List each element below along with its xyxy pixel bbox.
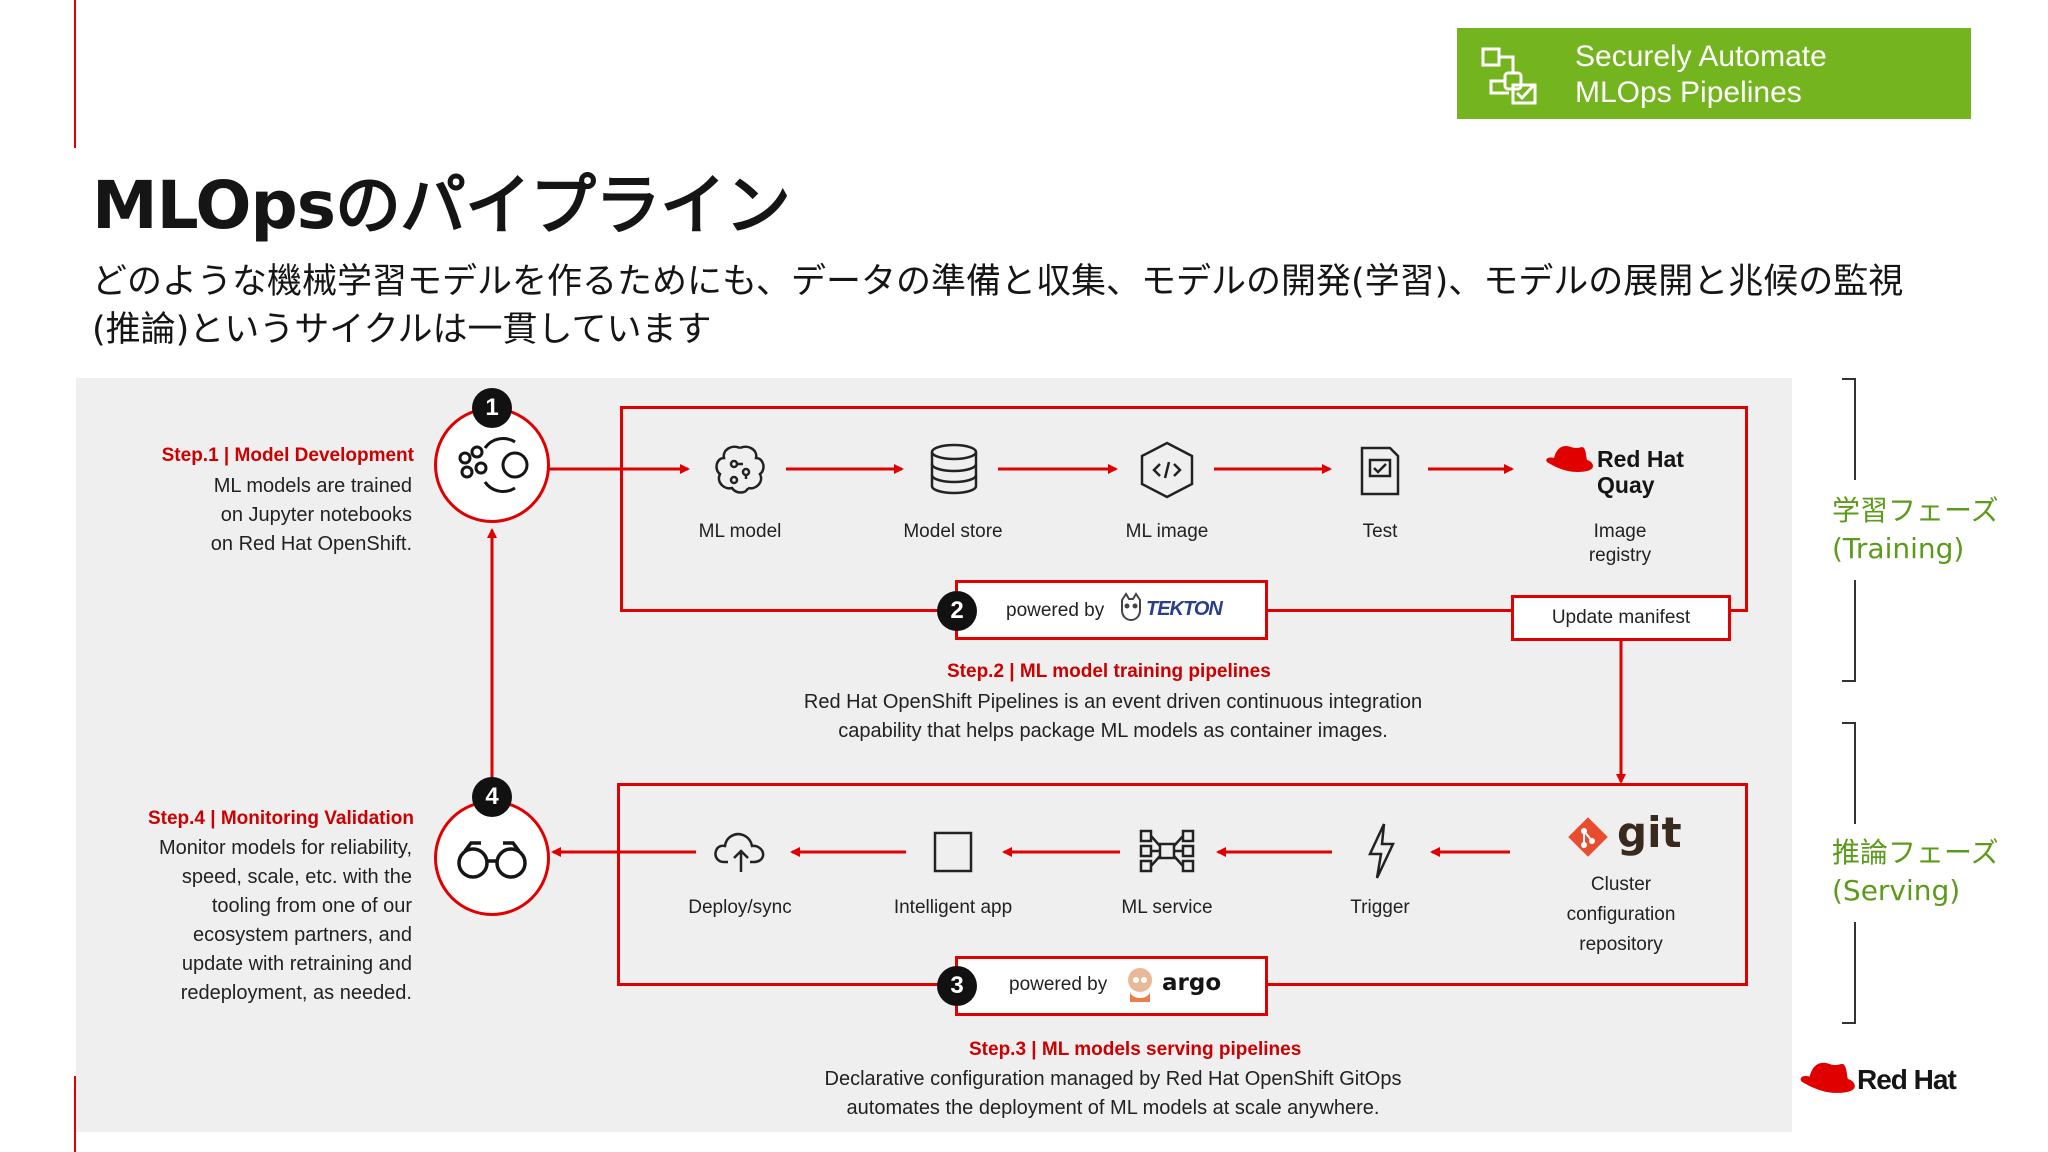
- database-icon: [930, 443, 978, 495]
- step2-description: Red Hat OpenShift Pipelines is an event …: [713, 688, 1513, 746]
- test-clipboard-icon: [1360, 446, 1400, 496]
- step3-description: Declarative configuration managed by Red…: [713, 1065, 1513, 1123]
- quay-logo-line1: Red Hat: [1597, 446, 1684, 472]
- cluster-config-label: Cluster configuration repository: [1521, 870, 1721, 960]
- argo-powered-label: powered by: [1009, 974, 1108, 995]
- tekton-powered-label: powered by: [1006, 600, 1105, 621]
- subtitle-line1: どのような機械学習モデルを作るためにも、データの準備と収集、モデルの開発(学習)…: [92, 262, 1904, 302]
- training-item-label: Model store: [903, 521, 1003, 542]
- training-phase-line1: 学習フェーズ: [1832, 494, 1999, 527]
- step4-description: Monitor models for reliability, speed, s…: [159, 834, 412, 1008]
- code-image-icon: [1140, 441, 1194, 499]
- step4-line: update with retraining and: [181, 953, 412, 975]
- brain-nodes-icon: [458, 437, 529, 493]
- training-item-label: Test: [1362, 521, 1398, 542]
- quay-logo-line2: Quay: [1597, 472, 1655, 498]
- lightning-trigger-icon: [1368, 823, 1395, 879]
- app-window-icon: [933, 831, 973, 873]
- serving-phase-label: 推論フェーズ (Serving): [1832, 834, 1999, 910]
- step4-line: speed, scale, etc. with the: [181, 866, 412, 888]
- step3-number-badge: 3: [937, 966, 977, 1006]
- training-phase-line2: (Training): [1832, 532, 1965, 565]
- step3-line: Declarative configuration managed by Red…: [824, 1068, 1402, 1090]
- cloud-upload-icon: [714, 832, 765, 872]
- tekton-logo: TEKTON: [1146, 598, 1223, 620]
- step4-number-badge: 4: [472, 777, 512, 817]
- training-bracket-top: [1842, 378, 1856, 480]
- argo-logo: argo: [1162, 970, 1222, 996]
- step4-line: Monitor models for reliability,: [158, 837, 412, 859]
- diagram-panel: [76, 378, 1792, 1132]
- step2-line: capability that helps package ML models …: [838, 720, 1388, 742]
- redhat-footer-hat-icon: [1800, 1062, 1855, 1093]
- step1-line: on Red Hat OpenShift.: [210, 533, 412, 555]
- step3-line: automates the deployment of ML models at…: [846, 1097, 1380, 1119]
- update-manifest-box: [1511, 595, 1731, 641]
- step2-number-badge: 2: [937, 591, 977, 631]
- registry-line2: registry: [1588, 545, 1652, 566]
- serving-phase-line1: 推論フェーズ: [1832, 836, 1999, 869]
- step4-line: tooling from one of our: [211, 895, 412, 917]
- training-phase-label: 学習フェーズ (Training): [1832, 492, 1999, 568]
- serving-item-label: Deploy/sync: [688, 897, 792, 918]
- redhat-hat-icon: [1546, 446, 1593, 472]
- training-item-label: ML model: [698, 521, 782, 542]
- cluster-line1: Cluster: [1590, 874, 1652, 895]
- header-badge: Securely Automate MLOps Pipelines: [1457, 28, 1971, 119]
- step1-heading: Step.1 | Model Development: [161, 445, 414, 466]
- image-registry-label: Image registry: [1520, 520, 1720, 568]
- binoculars-icon: [457, 841, 527, 879]
- step4-heading: Step.4 | Monitoring Validation: [147, 808, 414, 829]
- quay-logo: Red Hat Quay: [1597, 446, 1684, 498]
- page-title: MLOpsのパイプライン: [92, 167, 791, 244]
- step3-heading: Step.3 | ML models serving pipelines: [969, 1039, 1302, 1060]
- cluster-line3: repository: [1579, 934, 1663, 955]
- argo-powered-box: [955, 956, 1268, 1016]
- serving-bracket-top: [1842, 722, 1856, 824]
- argo-mascot-icon: [1128, 968, 1152, 1002]
- badge-line2: MLOps Pipelines: [1575, 76, 1802, 109]
- tekton-cat-icon: [1121, 592, 1141, 622]
- serving-bracket-bottom: [1842, 922, 1856, 1024]
- git-logo: git: [1617, 808, 1682, 857]
- subtitle-line2: (推論)というサイクルは一貫しています: [92, 310, 712, 350]
- step4-line: redeployment, as needed.: [180, 982, 412, 1004]
- serving-item-label: Intelligent app: [893, 897, 1013, 918]
- step4-line: ecosystem partners, and: [193, 924, 412, 946]
- step1-number-badge: 1: [472, 388, 512, 428]
- left-rule-top: [74, 0, 76, 148]
- page-subtitle: どのような機械学習モデルを作るためにも、データの準備と収集、モデルの開発(学習)…: [92, 258, 1992, 354]
- training-bracket-bottom: [1842, 580, 1856, 682]
- step1-line: ML models are trained: [213, 475, 412, 497]
- update-manifest-label: Update manifest: [1551, 607, 1691, 628]
- serving-item-label: ML service: [1121, 897, 1213, 918]
- step2-line: Red Hat OpenShift Pipelines is an event …: [803, 691, 1423, 713]
- redhat-footer-logo: Red Hat: [1857, 1064, 1957, 1095]
- git-repository-panel: [1512, 798, 1730, 971]
- serving-phase-line2: (Serving): [1832, 874, 1961, 907]
- monitoring-circle: [434, 800, 550, 916]
- step2-heading: Step.2 | ML model training pipelines: [947, 661, 1271, 682]
- left-rule-bottom: [74, 1076, 76, 1152]
- step1-line: on Jupyter notebooks: [220, 504, 412, 526]
- git-diamond-icon: [1568, 817, 1608, 857]
- service-network-icon: [1139, 829, 1195, 873]
- tekton-powered-box: [955, 580, 1268, 640]
- registry-line1: Image: [1593, 521, 1647, 542]
- brain-icon: [715, 445, 765, 494]
- step1-description: ML models are trained on Jupyter noteboo…: [211, 472, 412, 559]
- training-item-label: ML image: [1125, 521, 1209, 542]
- workflow-check-icon: [1481, 47, 1537, 105]
- cluster-line2: configuration: [1566, 904, 1676, 925]
- badge-line1: Securely Automate: [1575, 40, 1827, 73]
- serving-item-label: Trigger: [1350, 897, 1410, 918]
